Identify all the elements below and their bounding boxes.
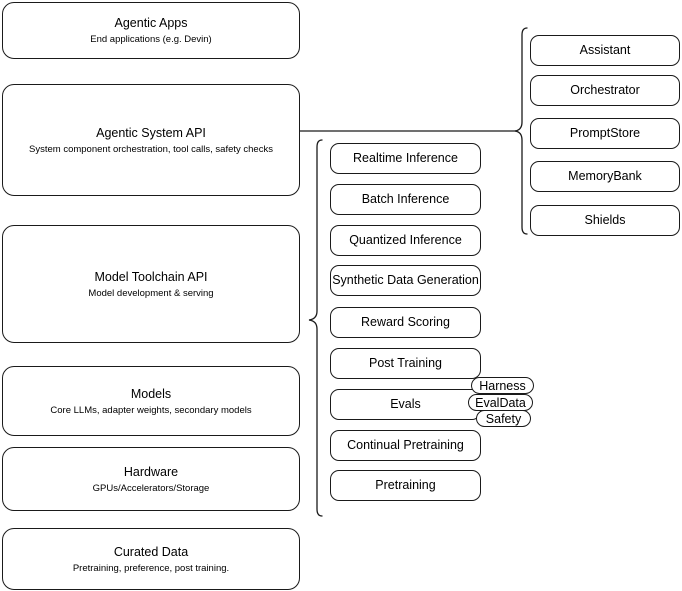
layer-title: Hardware [123,464,179,479]
brace-toolchain-components [308,139,323,517]
connector-agentic-system-to-components [300,130,516,132]
component-label: PromptStore [569,126,641,140]
component-reward-scoring[interactable]: Reward Scoring [330,307,481,338]
layer-title: Model Toolchain API [94,269,208,284]
layer-subtitle: End applications (e.g. Devin) [90,34,212,45]
layer-box-models[interactable]: Models Core LLMs, adapter weights, secon… [2,366,300,436]
layer-subtitle: Model development & serving [88,287,214,299]
component-memorybank[interactable]: MemoryBank [530,161,680,192]
layer-box-agentic-apps[interactable]: Agentic Apps End applications (e.g. Devi… [2,2,300,59]
layer-subtitle: Pretraining, preference, post training. [72,562,230,574]
component-label: Shields [584,213,626,227]
component-label: Evals [390,397,421,411]
layer-box-model-toolchain-api[interactable]: Model Toolchain API Model development & … [2,225,300,343]
component-shields[interactable]: Shields [530,205,680,236]
layer-box-hardware[interactable]: Hardware GPUs/Accelerators/Storage [2,447,300,511]
component-synthetic-data-generation[interactable]: Synthetic Data Generation [330,265,481,296]
component-quantized-inference[interactable]: Quantized Inference [330,225,481,256]
component-label: MemoryBank [568,169,642,183]
layer-box-curated-data[interactable]: Curated Data Pretraining, preference, po… [2,528,300,590]
eval-pill-label: Harness [479,378,526,393]
eval-pill-safety[interactable]: Safety [476,410,531,427]
component-realtime-inference[interactable]: Realtime Inference [330,143,481,174]
component-label: Synthetic Data Generation [332,273,479,287]
layer-title: Agentic Apps [114,16,188,30]
component-label: Orchestrator [570,83,640,97]
eval-pill-label: EvalData [475,395,526,410]
component-label: Quantized Inference [349,233,462,247]
layer-subtitle: GPUs/Accelerators/Storage [92,482,210,494]
component-post-training[interactable]: Post Training [330,348,481,379]
component-continual-pretraining[interactable]: Continual Pretraining [330,430,481,461]
component-label: Realtime Inference [353,151,458,165]
component-label: Assistant [579,43,631,57]
component-orchestrator[interactable]: Orchestrator [530,75,680,106]
layer-subtitle: System component orchestration, tool cal… [29,143,273,155]
component-label: Batch Inference [361,192,450,206]
component-batch-inference[interactable]: Batch Inference [330,184,481,215]
layer-title: Curated Data [113,544,189,559]
component-promptstore[interactable]: PromptStore [530,118,680,149]
eval-pill-evaldata[interactable]: EvalData [468,394,533,411]
component-assistant[interactable]: Assistant [530,35,680,66]
component-label: Pretraining [375,478,436,492]
eval-pill-label: Safety [485,411,522,426]
layer-subtitle: Core LLMs, adapter weights, secondary mo… [50,404,252,416]
component-label: Post Training [369,356,442,370]
layer-box-agentic-system-api[interactable]: Agentic System API System component orch… [2,84,300,196]
component-pretraining[interactable]: Pretraining [330,470,481,501]
layer-title: Agentic System API [96,125,206,140]
brace-agentic-components [514,27,528,235]
layer-title: Models [130,386,172,401]
eval-pill-harness[interactable]: Harness [471,377,534,394]
component-label: Continual Pretraining [347,438,464,452]
component-evals[interactable]: Evals [330,389,481,420]
component-label: Reward Scoring [361,315,450,329]
